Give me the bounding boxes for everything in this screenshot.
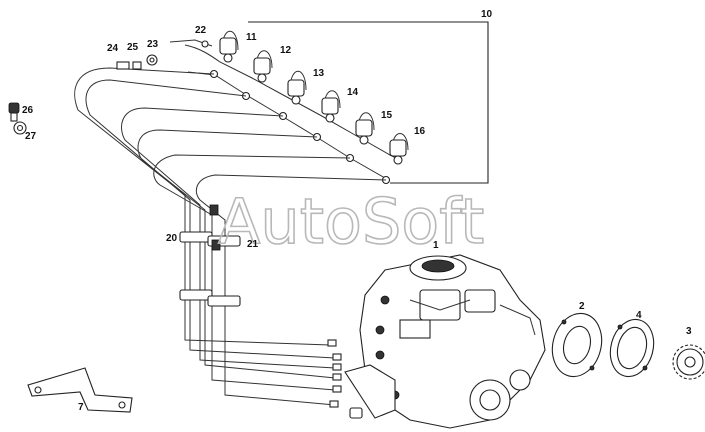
part-24-25 [116,61,142,70]
callout-21: 21 [247,239,259,250]
injector-14 [321,90,341,123]
watermark: AutoSoft [218,185,484,258]
line-clamps [179,204,241,307]
injector-15 [355,112,375,145]
callout-11: 11 [246,32,257,43]
injection-pump-1 [344,254,546,429]
callout-2: 2 [579,301,585,312]
callout-14: 14 [347,87,359,98]
callout-23: 23 [147,39,159,50]
gear-3 [672,344,705,380]
part-23 [146,54,158,66]
callout-13: 13 [313,68,325,79]
callout-27: 27 [25,131,37,142]
gasket-2 [551,312,603,378]
bracket-7 [27,367,133,413]
gasket-4 [609,318,655,378]
callout-7: 7 [78,402,84,413]
injector-16 [389,133,409,165]
part-22 [169,39,213,48]
line-end-fittings [327,339,342,408]
callout-4: 4 [636,310,642,321]
callout-25: 25 [127,42,139,53]
callout-24: 24 [107,43,119,54]
injector-11 [219,30,239,63]
group-10-bracket [248,21,489,184]
callout-22: 22 [195,25,207,36]
callout-3: 3 [686,326,692,337]
part-27 [13,121,27,135]
injector-12 [253,50,273,83]
callout-12: 12 [280,45,292,56]
callout-16: 16 [414,126,426,137]
callout-1: 1 [433,240,439,251]
callout-15: 15 [381,110,393,121]
part-26 [8,102,20,122]
callout-10: 10 [481,9,493,20]
callout-26: 26 [22,105,34,116]
callout-20: 20 [166,233,178,244]
injector-13 [287,70,307,105]
